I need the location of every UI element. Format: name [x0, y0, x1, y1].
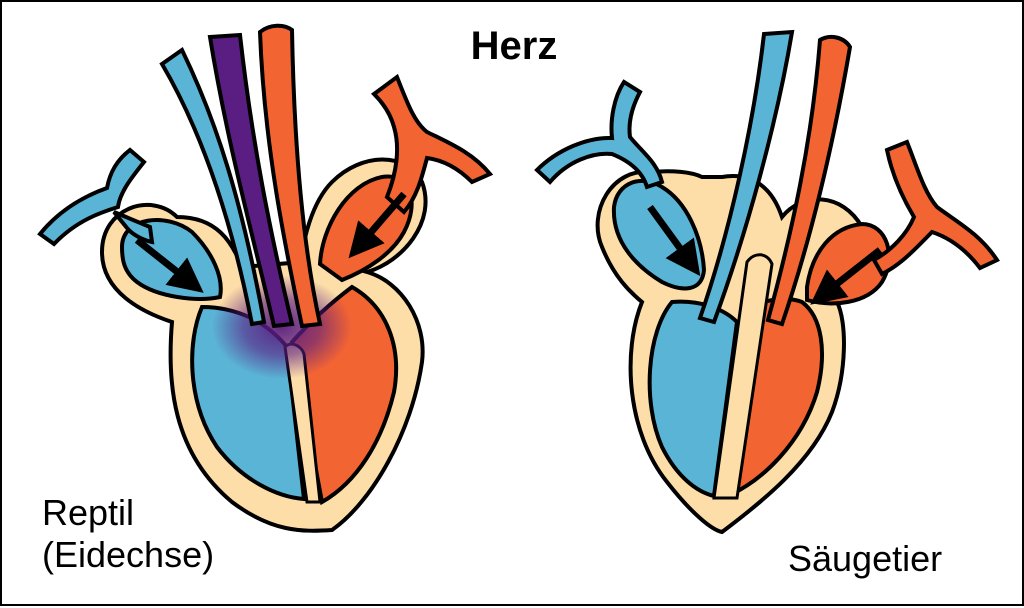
diagram-title: Herz — [470, 24, 558, 68]
reptile-label-line2: (Eidechse) — [42, 534, 215, 575]
mammal-arrow-left-atrium — [810, 247, 883, 305]
reptile-arrow-right-atrium — [134, 237, 204, 293]
mammal-vein-blue — [534, 79, 665, 190]
reptile-vein-red — [370, 73, 494, 215]
reptile-heart — [37, 23, 494, 533]
reptile-vessel-blue — [159, 47, 267, 327]
reptile-label-line1: Reptil — [42, 492, 135, 533]
mammal-label: Säugetier — [788, 538, 943, 579]
reptile-label: Reptil (Eidechse) — [42, 492, 214, 576]
mammal-vessel-blue — [697, 29, 795, 325]
mammal-vein-red — [871, 139, 1000, 277]
mammal-arrow-right-atrium — [647, 204, 701, 277]
reptile-vessel-purple — [207, 32, 295, 329]
reptile-vein-blue — [37, 147, 155, 247]
reptile-vessel-red — [257, 23, 323, 329]
reptile-arrow-left-atrium — [348, 191, 407, 259]
mammal-septum — [712, 253, 774, 500]
mammal-vessel-red — [765, 34, 853, 327]
mammal-heart — [534, 29, 1000, 535]
